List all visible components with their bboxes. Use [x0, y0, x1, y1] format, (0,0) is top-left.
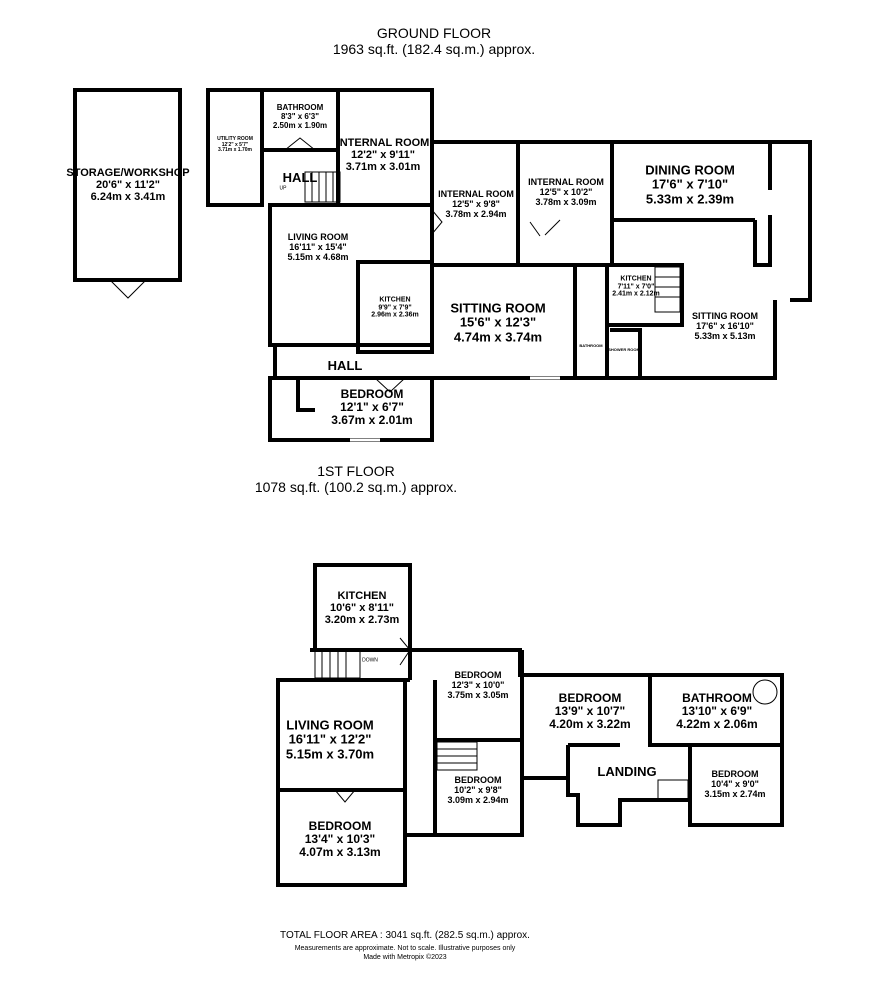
room-bathroom-small: BATHROOM — [579, 342, 603, 348]
stair-up-label: UP — [279, 185, 287, 192]
room-landing: LANDING — [597, 763, 657, 779]
first-floor-walls — [276, 563, 784, 887]
first-floor-title: 1ST FLOOR — [317, 463, 395, 479]
first-floor-heading: 1ST FLOOR 1078 sq.ft. (100.2 sq.m.) appr… — [255, 463, 457, 495]
credit: Made with Metropix ©2023 — [363, 954, 447, 961]
ground-floor-title: GROUND FLOOR — [376, 25, 492, 41]
first-floor-area: 1078 sq.ft. (100.2 sq.m.) approx. — [254, 479, 458, 495]
ground-floor-walls — [73, 88, 812, 442]
total-floor-area: TOTAL FLOOR AREA : 3041 sq.ft. (282.5 sq… — [280, 930, 530, 941]
ground-floor-area: 1963 sq.ft. (182.4 sq.m.) approx. — [332, 41, 536, 57]
first-floor-details — [314, 637, 778, 803]
stair-down-label: DOWN — [362, 657, 378, 664]
ground-floor-details — [109, 137, 681, 442]
ground-floor-heading: GROUND FLOOR 1963 sq.ft. (182.4 sq.m.) a… — [333, 25, 535, 57]
room-shower: SHOWER ROOM — [608, 346, 640, 352]
room-hall-lower: HALL — [327, 357, 363, 373]
disclaimer: Measurements are approximate. Not to sca… — [294, 945, 516, 952]
room-hall-upper: HALL — [282, 169, 318, 185]
